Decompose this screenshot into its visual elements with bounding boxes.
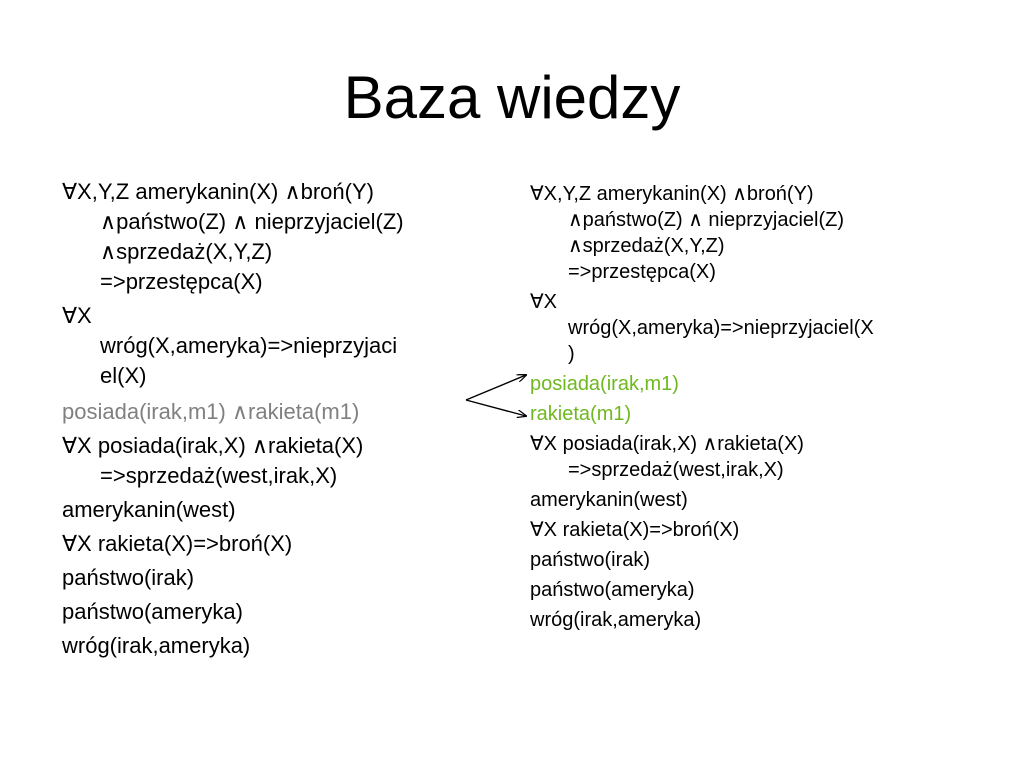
right-rule-sale: ∀X posiada(irak,X) ∧rakieta(X) =>sprzeda… — [530, 433, 804, 481]
knowledge-base-right: ∀X,Y,Z amerykanin(X) ∧broń(Y) ∧państwo(Z… — [530, 181, 970, 637]
left-fact-possession-missile: posiada(irak,m1) ∧rakieta(m1) — [62, 399, 360, 424]
left-fact-country-iraq: państwo(irak) — [62, 565, 195, 590]
right-fact-country-america: państwo(ameryka) — [530, 579, 695, 601]
slide-title: Baza wiedzy — [343, 64, 681, 131]
left-fact-enemy: wróg(irak,ameryka) — [62, 633, 251, 658]
left-rule-criminal: ∀X,Y,Z amerykanin(X) ∧broń(Y) ∧państwo(Z… — [62, 179, 404, 294]
left-rule-sale: ∀X posiada(irak,X) ∧rakieta(X) =>sprzeda… — [62, 433, 364, 488]
right-fact-american: amerykanin(west) — [530, 489, 688, 511]
right-fact-missile: rakieta(m1) — [530, 403, 632, 425]
left-fact-american: amerykanin(west) — [62, 497, 236, 522]
right-fact-country-iraq: państwo(irak) — [530, 549, 651, 571]
left-rule-missile-weapon: ∀X rakieta(X)=>broń(X) — [62, 531, 293, 556]
right-fact-enemy: wróg(irak,ameryka) — [530, 609, 702, 631]
right-rule-missile-weapon: ∀X rakieta(X)=>broń(X) — [530, 519, 740, 541]
right-rule-criminal: ∀X,Y,Z amerykanin(X) ∧broń(Y) ∧państwo(Z… — [530, 183, 845, 283]
left-rule-enemy: ∀X wróg(X,ameryka)=>nieprzyjaci el(X) — [62, 303, 398, 388]
knowledge-base-left: ∀X,Y,Z amerykanin(X) ∧broń(Y) ∧państwo(Z… — [62, 177, 488, 665]
right-fact-possession: posiada(irak,m1) — [530, 373, 679, 395]
left-fact-country-america: państwo(ameryka) — [62, 599, 243, 624]
right-rule-enemy: ∀X wróg(X,ameryka)=>nieprzyjaciel(X ) — [530, 291, 874, 365]
